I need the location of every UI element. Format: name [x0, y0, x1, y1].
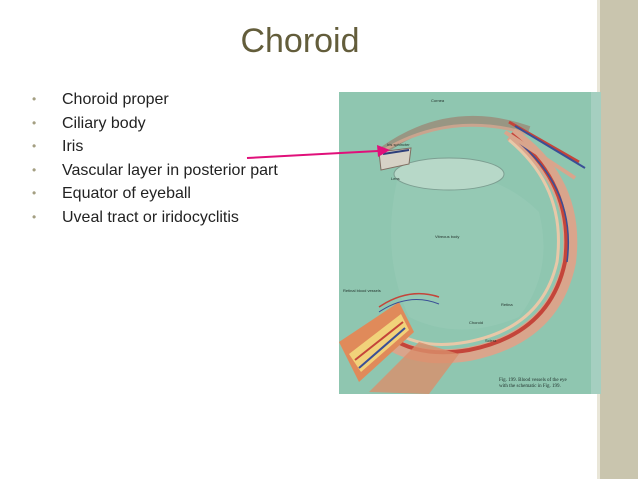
bullet-dot-icon: •: [32, 115, 37, 130]
retinal-vein-left: [378, 299, 440, 313]
vortex-vein: [510, 135, 570, 263]
slide-title: Choroid: [240, 22, 360, 60]
vitreous-region: [391, 170, 544, 330]
label-vitreous: Vitreous body: [435, 234, 460, 239]
side-band: [600, 0, 638, 479]
lens-shape: [393, 157, 505, 191]
vessel-bundle-2: [514, 125, 586, 169]
bullet-text: Uveal tract or iridocyclitis: [62, 208, 239, 226]
bullet-item: • Choroid proper: [32, 88, 278, 112]
eye-anatomy-drawing: [339, 92, 601, 394]
posterior-ciliary-vessels: [369, 342, 459, 394]
caption-line-1: Fig. 199. Blood vessels of the eye: [499, 378, 567, 383]
figure-margin: [591, 92, 601, 394]
cornea-inner: [380, 123, 530, 154]
retina-arc: [394, 138, 560, 346]
bullet-item: • Iris: [32, 135, 278, 159]
central-retinal-artery: [354, 321, 404, 361]
bullet-text: Ciliary body: [62, 114, 146, 132]
bullet-dot-icon: •: [32, 209, 37, 224]
bullet-list: • Choroid proper • Ciliary body • Iris • Vas…: [32, 88, 278, 229]
bullet-text: Vascular layer in posterior part: [62, 161, 278, 179]
label-choroid: Choroid: [469, 320, 484, 325]
bullet-item: • Ciliary body: [32, 112, 278, 136]
label-lens: Lens: [391, 176, 400, 181]
label-retinal-vessels: Retinal blood vessels: [343, 288, 381, 293]
label-iris: Iris sphincter: [387, 142, 410, 147]
label-retina: Retina: [501, 302, 513, 307]
bullet-item: • Vascular layer in posterior part: [32, 159, 278, 183]
bullet-text: Equator of eyeball: [62, 185, 191, 202]
bullet-dot-icon: •: [32, 139, 37, 153]
retinal-vessel-left: [378, 292, 440, 308]
bullet-item: • Uveal tract or iridocyclitis: [32, 206, 278, 230]
label-sclera: Sclera: [485, 338, 497, 343]
bullet-text: Iris: [62, 138, 84, 155]
bullet-dot-icon: •: [32, 92, 37, 106]
caption-line-2: with the schematic in Fig. 199.: [499, 384, 561, 389]
bullet-item: • Equator of eyeball: [32, 182, 278, 206]
label-cornea: Cornea: [431, 98, 445, 103]
bullet-dot-icon: •: [32, 186, 37, 200]
eye-anatomy-illustration: Cornea Lens Vitreous body Retina Choroid…: [339, 92, 601, 394]
central-retinal-vein: [358, 327, 406, 369]
bullet-text: Choroid proper: [62, 91, 169, 108]
figure-caption: Fig. 199. Blood vessels of the eye with …: [499, 378, 599, 390]
vessel-bundle-3: [503, 130, 577, 180]
bullet-dot-icon: •: [32, 162, 37, 177]
